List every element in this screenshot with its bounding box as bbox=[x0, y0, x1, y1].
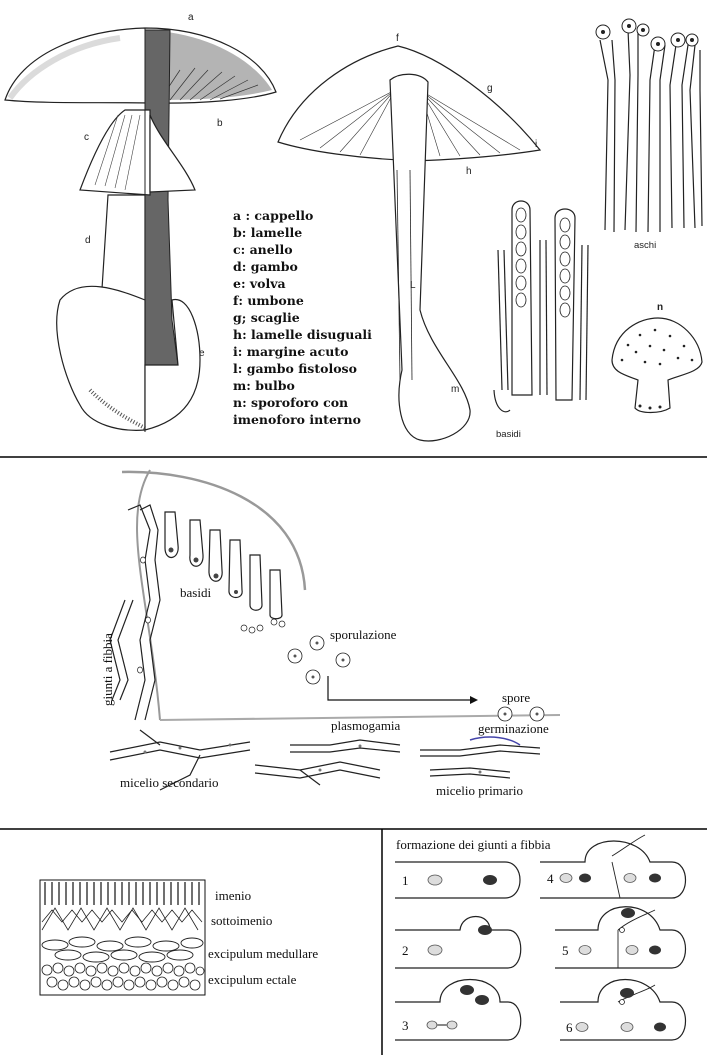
aschi-label: aschi bbox=[634, 240, 656, 251]
legend-line-7: h: lamelle disuguali bbox=[233, 327, 372, 342]
label-a: a bbox=[188, 12, 194, 23]
basidi-top-drawing: basidi bbox=[493, 200, 589, 440]
label-c: c bbox=[84, 132, 89, 143]
legend-line-11: n: sporoforo con bbox=[233, 395, 348, 410]
clamp-step-3: 3 bbox=[395, 979, 522, 1041]
label-n: n bbox=[657, 302, 663, 313]
clamp-step-4: 4 bbox=[540, 834, 686, 899]
step-num-2: 2 bbox=[402, 943, 409, 958]
legend-line-1: b: lamelle bbox=[233, 225, 302, 240]
spore-label: spore bbox=[502, 690, 530, 705]
legend-line-2: c: anello bbox=[233, 242, 293, 257]
legend-line-10: m: bulbo bbox=[233, 378, 295, 393]
sporulazione-label: sporulazione bbox=[330, 627, 397, 642]
label-L: L bbox=[410, 280, 416, 291]
clamp-step-6: 6 bbox=[560, 979, 686, 1041]
legend-line-9: l: gambo fistoloso bbox=[233, 361, 357, 376]
legend-line-8: i: margine acuto bbox=[233, 344, 348, 359]
layer-excipulum-ectale: excipulum ectale bbox=[208, 972, 297, 987]
giunti-label: giunti a fibbia bbox=[100, 633, 115, 706]
step-num-5: 5 bbox=[562, 943, 569, 958]
layer-sottoimenio: sottoimenio bbox=[211, 913, 272, 928]
bottom-left-panel: imenio sottoimenio excipulum medullare e… bbox=[39, 879, 318, 996]
legend-line-0: a : cappello bbox=[233, 208, 313, 223]
layer-excipulum-medullare: excipulum medullare bbox=[208, 946, 318, 961]
label-i: i bbox=[535, 139, 537, 150]
step-num-1: 1 bbox=[402, 873, 409, 888]
umbonate-mushroom-drawing: f g h i L m bbox=[277, 33, 542, 442]
basidi-top-label: basidi bbox=[496, 429, 521, 440]
amanita-drawing bbox=[4, 27, 277, 432]
clamp-step-1: 1 bbox=[395, 861, 521, 899]
micelio-secondario-label: micelio secondario bbox=[120, 775, 219, 790]
amanita-letter-labels: a b c d e bbox=[84, 12, 223, 359]
middle-panel: basidi giunti a fibbia sporulazione spor… bbox=[100, 469, 561, 798]
basidi-label: basidi bbox=[180, 585, 211, 600]
label-m: m bbox=[451, 384, 459, 395]
aschi-drawing: aschi bbox=[595, 18, 703, 251]
label-d: d bbox=[85, 235, 91, 246]
label-f: f bbox=[396, 33, 399, 44]
clamp-step-5: 5 bbox=[555, 906, 686, 969]
step-num-6: 6 bbox=[566, 1020, 573, 1035]
legend-line-6: g; scaglie bbox=[233, 310, 300, 325]
label-b: b bbox=[217, 118, 223, 129]
label-e: e bbox=[199, 348, 205, 359]
label-g: g bbox=[487, 83, 493, 94]
legend: a : cappello b: lamelle c: anello d: gam… bbox=[233, 208, 372, 427]
top-panel: a b c d e f g h i L m bbox=[4, 12, 703, 442]
legend-line-4: e: volva bbox=[233, 276, 286, 291]
sporoforo-n-drawing: n bbox=[611, 302, 703, 414]
plasmogamia-label: plasmogamia bbox=[331, 718, 401, 733]
bottom-right-panel: formazione dei giunti a fibbia 1 2 3 bbox=[395, 834, 686, 1041]
legend-line-3: d: gambo bbox=[233, 259, 298, 274]
clamp-step-2: 2 bbox=[395, 916, 522, 969]
step-num-3: 3 bbox=[402, 1018, 409, 1033]
label-h: h bbox=[466, 166, 472, 177]
micelio-primario-label: micelio primario bbox=[436, 783, 523, 798]
clamp-title: formazione dei giunti a fibbia bbox=[396, 837, 551, 852]
germinazione-label: germinazione bbox=[478, 721, 549, 736]
legend-line-12: imenoforo interno bbox=[233, 412, 361, 427]
step-num-4: 4 bbox=[547, 871, 554, 886]
layer-imenio: imenio bbox=[215, 888, 251, 903]
legend-line-5: f: umbone bbox=[233, 293, 304, 308]
